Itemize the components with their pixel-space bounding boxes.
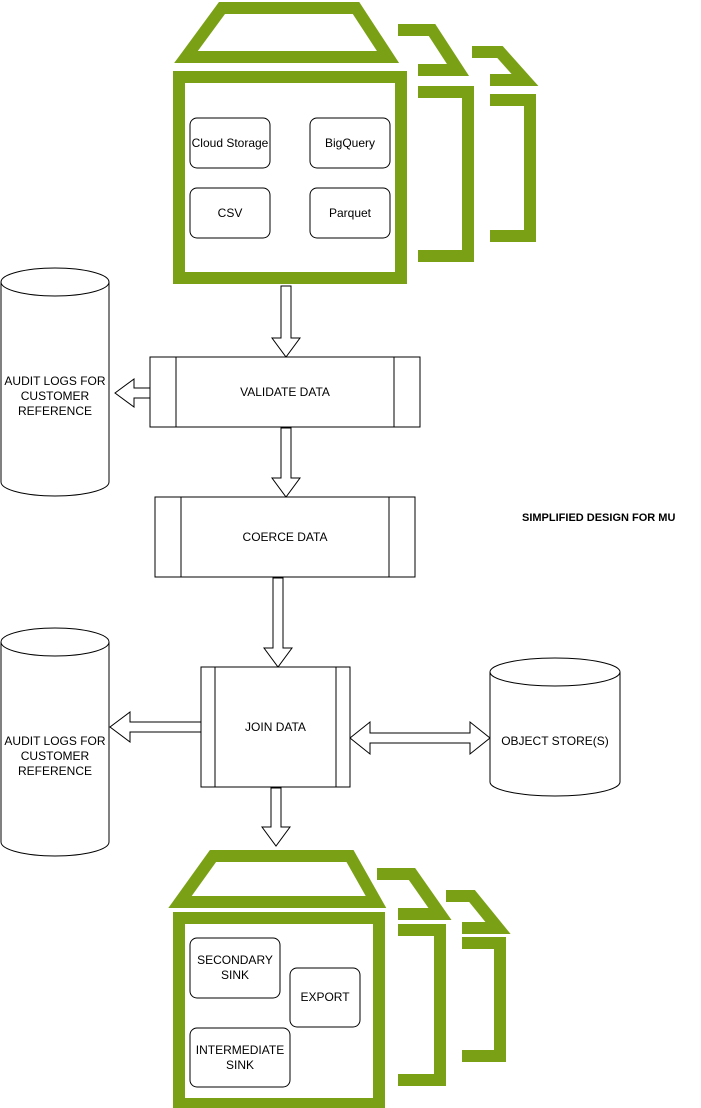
back-folder-body <box>398 924 446 1086</box>
audit-log-cylinder-1 <box>0 267 110 497</box>
source-box-csv <box>189 187 271 239</box>
folder-tab <box>174 2 400 63</box>
process-label-validate: VALIDATE DATA <box>240 384 330 399</box>
audit-log-label-1: AUDIT LOGS FOR CUSTOMER REFERENCE <box>4 373 106 418</box>
arrow-down <box>261 787 291 847</box>
source-label-cloud-storage: Cloud Storage <box>191 135 269 150</box>
object-store-cylinder <box>489 657 621 797</box>
arrow-down <box>263 577 293 668</box>
audit-log-label-2: AUDIT LOGS FOR CUSTOMER REFERENCE <box>4 733 106 778</box>
sink-box-intermediate <box>189 1027 291 1088</box>
folder-body <box>173 912 385 1108</box>
back-folder-body <box>462 937 506 1062</box>
arrow-down <box>271 285 301 358</box>
process-coerce-data <box>154 496 416 578</box>
source-box-bigquery <box>309 117 391 169</box>
source-label-parquet: Parquet <box>328 205 372 220</box>
source-items <box>189 117 391 239</box>
process-join-data <box>200 666 351 788</box>
process-label-coerce: COERCE DATA <box>242 529 328 544</box>
sink-box-export <box>289 967 361 1028</box>
source-folder-stack <box>173 2 539 284</box>
source-box-cloud-storage <box>189 117 271 169</box>
back-folder-body <box>490 94 536 242</box>
process-label-join: JOIN DATA <box>245 719 306 734</box>
sink-label-secondary: SECONDARY SINK <box>197 953 273 982</box>
source-label-csv: CSV <box>217 205 243 220</box>
back-folder-tab <box>446 890 511 934</box>
object-store-label: OBJECT STORE(S) <box>501 733 609 748</box>
sink-folder-stack <box>168 850 511 1108</box>
folder-tab <box>168 850 387 908</box>
sink-items <box>189 937 361 1088</box>
source-box-parquet <box>309 187 391 239</box>
arrow-down <box>271 427 301 498</box>
sink-label-export: EXPORT <box>300 990 350 1004</box>
back-folder-body <box>418 86 474 262</box>
back-folder-tab <box>398 24 470 76</box>
arrow-bidirectional <box>349 720 491 756</box>
sink-box-secondary <box>189 937 281 999</box>
process-validate-data <box>149 356 421 428</box>
back-folder-tab <box>472 46 539 86</box>
back-folder-tab <box>377 868 452 920</box>
sink-label-intermediate: INTERMEDIATE SINK <box>195 1042 285 1072</box>
arrow-left <box>109 711 202 743</box>
folder-body <box>173 71 407 284</box>
diagram-title: SIMPLIFIED DESIGN FOR MU <box>522 512 676 524</box>
source-label-bigquery: BigQuery <box>324 135 376 150</box>
audit-log-cylinder-2 <box>0 627 110 857</box>
arrow-left <box>114 378 151 408</box>
